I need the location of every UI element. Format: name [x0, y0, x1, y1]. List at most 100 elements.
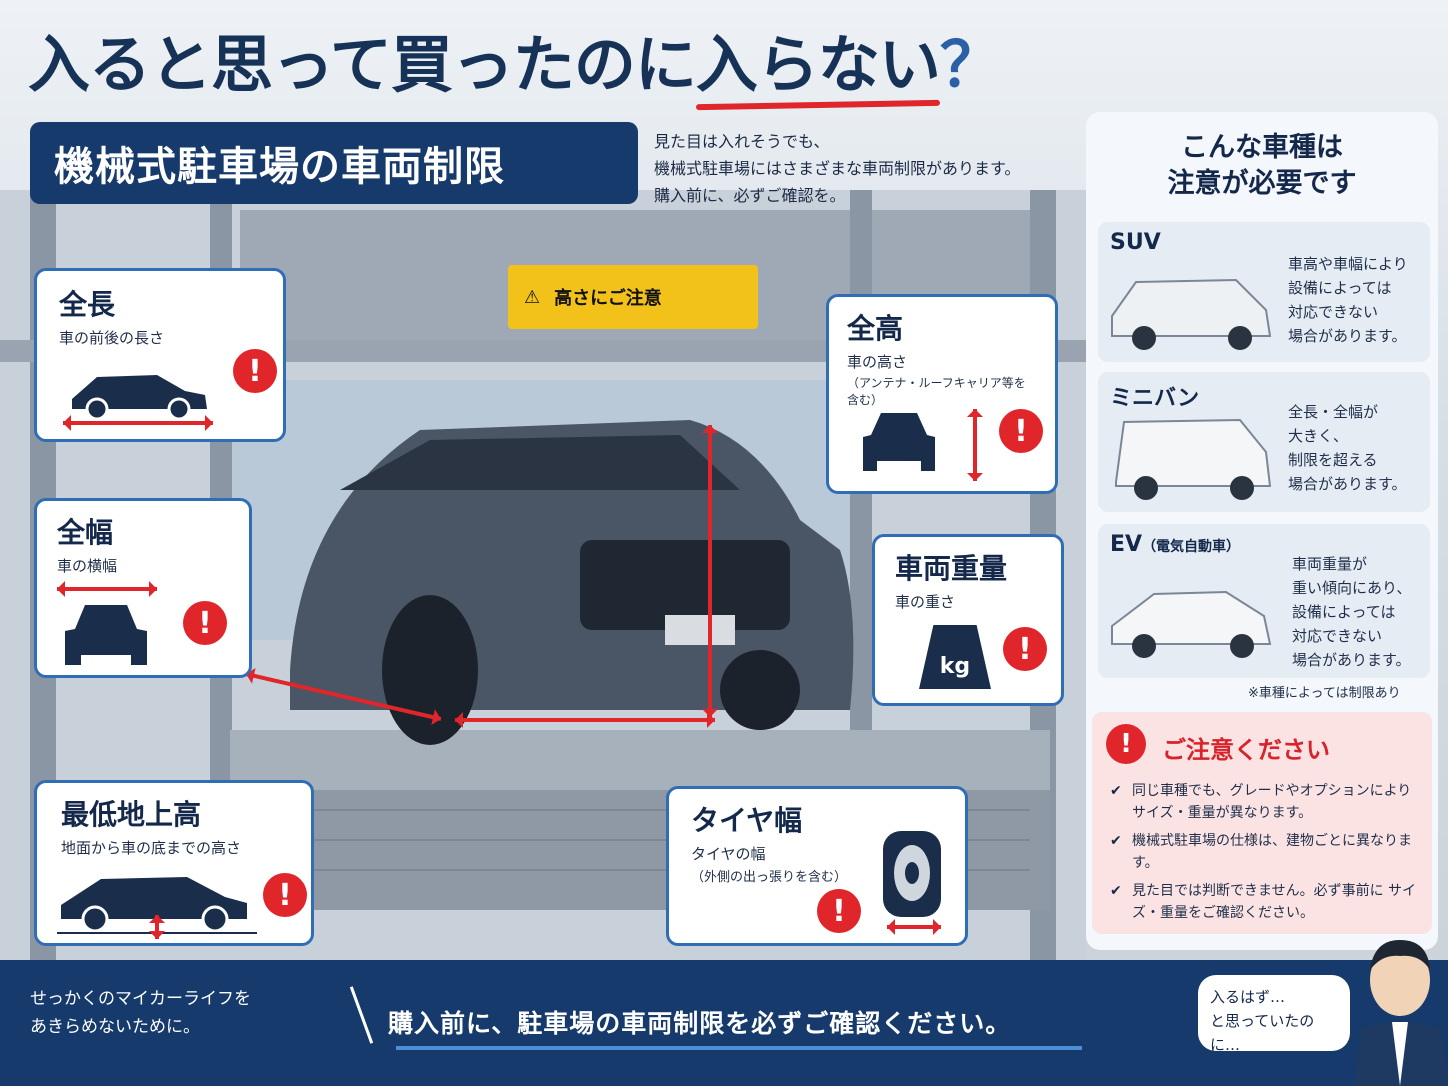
title-part1: 入ると思って買ったのに: [28, 28, 697, 101]
worried-man-illustration: [1354, 940, 1448, 1086]
footer-line: あきらめないために。: [30, 1017, 200, 1037]
minivan-image: [1115, 418, 1272, 500]
vehicle-type-suv: SUV 車高や車幅により 設備によっては 対応できない 場合があります。: [1098, 222, 1430, 362]
vehicle-type-ev: EV（電気自動車） 車両重量が 重い傾向にあり、 設備によっては 対応できない …: [1098, 524, 1430, 678]
card-title: タイヤ幅: [691, 804, 803, 837]
warning-icon: !: [1106, 724, 1146, 764]
card-title: 最低地上高: [61, 798, 202, 831]
text-line: 重い傾向にあり、: [1292, 579, 1412, 597]
vehicle-type-name: SUV: [1110, 230, 1161, 255]
bubble-line: と思っていたのに…: [1210, 1012, 1315, 1054]
ev-name: EV: [1110, 532, 1143, 557]
card-note: （外側の出っ張りを含む）: [691, 870, 848, 885]
footer-underline: [396, 1046, 1082, 1050]
text-line: 設備によっては: [1288, 279, 1392, 297]
card-tire-width: タイヤ幅 タイヤの幅 （外側の出っ張りを含む） !: [666, 786, 968, 946]
card-height: 全高 車の高さ （アンテナ・ルーフキャリア等を含む） !: [826, 294, 1058, 494]
vehicle-type-text: 車高や車幅により 設備によっては 対応できない 場合があります。: [1288, 252, 1408, 348]
footer-left-text: せっかくのマイカーライフを あきらめないために。: [30, 985, 251, 1041]
card-title: 車両重量: [895, 552, 1008, 585]
intro-line: 購入前に、必ずご確認を。: [654, 186, 846, 205]
text-line: 車高や車幅により: [1288, 255, 1408, 273]
page-title: 入ると思って買ったのに入らない？: [28, 14, 1002, 104]
weight-icon: kg: [919, 625, 991, 689]
text-line: 対応できない: [1288, 303, 1379, 321]
tire-indicator-arrow: [887, 919, 941, 935]
height-warning-sign: ⚠ 高さにご注意: [508, 265, 758, 329]
text-line: 場合があります。: [1288, 327, 1407, 345]
warning-triangle-icon: ⚠: [524, 286, 541, 308]
subtitle-badge: 機械式駐車場の車両制限: [30, 122, 638, 204]
text-line: 対応できない: [1292, 627, 1383, 645]
caution-box: ! ご注意ください 同じ車種でも、グレードやオプションにより サイズ・重量が異な…: [1092, 712, 1432, 934]
clearance-arrow: [149, 915, 165, 939]
card-title: 全長: [59, 288, 116, 321]
vehicle-type-minivan: ミニバン 全長・全幅が 大きく、 制限を超える 場合があります。: [1098, 372, 1430, 512]
title-question-mark: ？: [939, 28, 1002, 101]
sign-text: 高さにご注意: [554, 288, 662, 309]
card-desc: 車の前後の長さ: [59, 329, 165, 347]
car-front-icon: [65, 605, 147, 665]
intro-line: 見た目は入れそうでも、: [654, 132, 830, 151]
caution-item: 同じ車種でも、グレードやオプションにより サイズ・重量が異なります。: [1110, 780, 1426, 824]
sidebar-heading: こんな車種は 注意が必要です: [1086, 130, 1438, 202]
card-note: （アンテナ・ルーフキャリア等を含む）: [847, 376, 1026, 407]
card-title: 全高: [847, 312, 904, 345]
height-indicator-arrow: [967, 409, 983, 481]
text-line: 全長・全幅が: [1288, 403, 1379, 421]
caution-item: 機械式駐車場の仕様は、建物ごとに異なります。: [1110, 830, 1426, 874]
car-side-icon: [57, 877, 257, 934]
intro-line: 機械式駐車場にはさまざまな車両制限があります。: [654, 159, 1021, 178]
warning-icon: !: [817, 889, 861, 933]
text-line: 車両重量が: [1292, 555, 1368, 573]
card-ground-clearance: 最低地上高 地面から車の底までの高さ !: [34, 780, 314, 946]
car-front-icon: [863, 413, 935, 471]
car-side-icon: [72, 375, 207, 421]
warning-icon: !: [183, 601, 227, 645]
card-desc: 車の重さ: [895, 593, 956, 611]
card-width: 全幅 車の横幅 !: [34, 498, 252, 678]
intro-text: 見た目は入れそうでも、 機械式駐車場にはさまざまな車両制限があります。 購入前に…: [654, 128, 1074, 209]
warning-icon: !: [233, 349, 277, 393]
sidebar-footnote: ※車種によっては制限あり: [1248, 686, 1401, 701]
footer-main-message: 購入前に、駐車場の車両制限を必ずご確認ください。: [388, 1009, 1012, 1038]
subtitle-text: 機械式駐車場の車両制限: [54, 144, 505, 190]
card-desc: 地面から車の底までの高さ: [61, 839, 242, 857]
card-desc: タイヤの幅: [691, 845, 766, 863]
weight-unit: kg: [939, 654, 971, 679]
tire-icon: [883, 831, 941, 917]
caution-title: ご注意ください: [1162, 736, 1330, 764]
sidebar-heading-line: こんな車種は: [1181, 132, 1343, 163]
warning-icon: !: [263, 873, 307, 917]
bubble-line: 入るはず…: [1210, 988, 1286, 1006]
suv-image: [1111, 278, 1272, 350]
warning-icon: !: [999, 409, 1043, 453]
sidebar-heading-line: 注意が必要です: [1167, 168, 1357, 199]
caution-item: 見た目では判断できません。必ず事前に サイズ・重量をご確認ください。: [1110, 880, 1426, 924]
title-highlight: 入らない: [696, 14, 941, 104]
vehicle-type-text: 車両重量が 重い傾向にあり、 設備によっては 対応できない 場合があります。: [1292, 552, 1411, 672]
tire-width-arrow: [455, 712, 715, 728]
vehicle-type-text: 全長・全幅が 大きく、 制限を超える 場合があります。: [1288, 400, 1407, 496]
suv-photo: [290, 420, 854, 745]
text-line: 場合があります。: [1292, 651, 1411, 669]
text-line: 大きく、: [1288, 427, 1349, 445]
length-arrow: [63, 415, 213, 431]
text-line: 設備によっては: [1292, 603, 1396, 621]
warning-icon: !: [1003, 627, 1047, 671]
vehicle-type-name: EV（電気自動車）: [1110, 532, 1418, 557]
card-weight: 車両重量 車の重さ kg !: [872, 534, 1064, 706]
speech-bubble: 入るはず… と思っていたのに…: [1198, 975, 1350, 1054]
card-length: 全長 車の前後の長さ !: [34, 268, 286, 442]
card-desc: 車の高さ: [847, 353, 908, 371]
card-desc: 車の横幅: [57, 557, 118, 575]
text-line: 制限を超える: [1288, 451, 1378, 469]
width-indicator-arrow: [57, 581, 157, 597]
height-arrow: [702, 425, 718, 717]
caution-list: 同じ車種でも、グレードやオプションにより サイズ・重量が異なります。 機械式駐車…: [1110, 780, 1426, 930]
card-title: 全幅: [57, 516, 114, 549]
text-line: 場合があります。: [1288, 475, 1407, 493]
vehicle-type-name: ミニバン: [1110, 386, 1200, 411]
ev-subname: （電気自動車）: [1142, 539, 1241, 555]
ev-image: [1111, 590, 1272, 658]
